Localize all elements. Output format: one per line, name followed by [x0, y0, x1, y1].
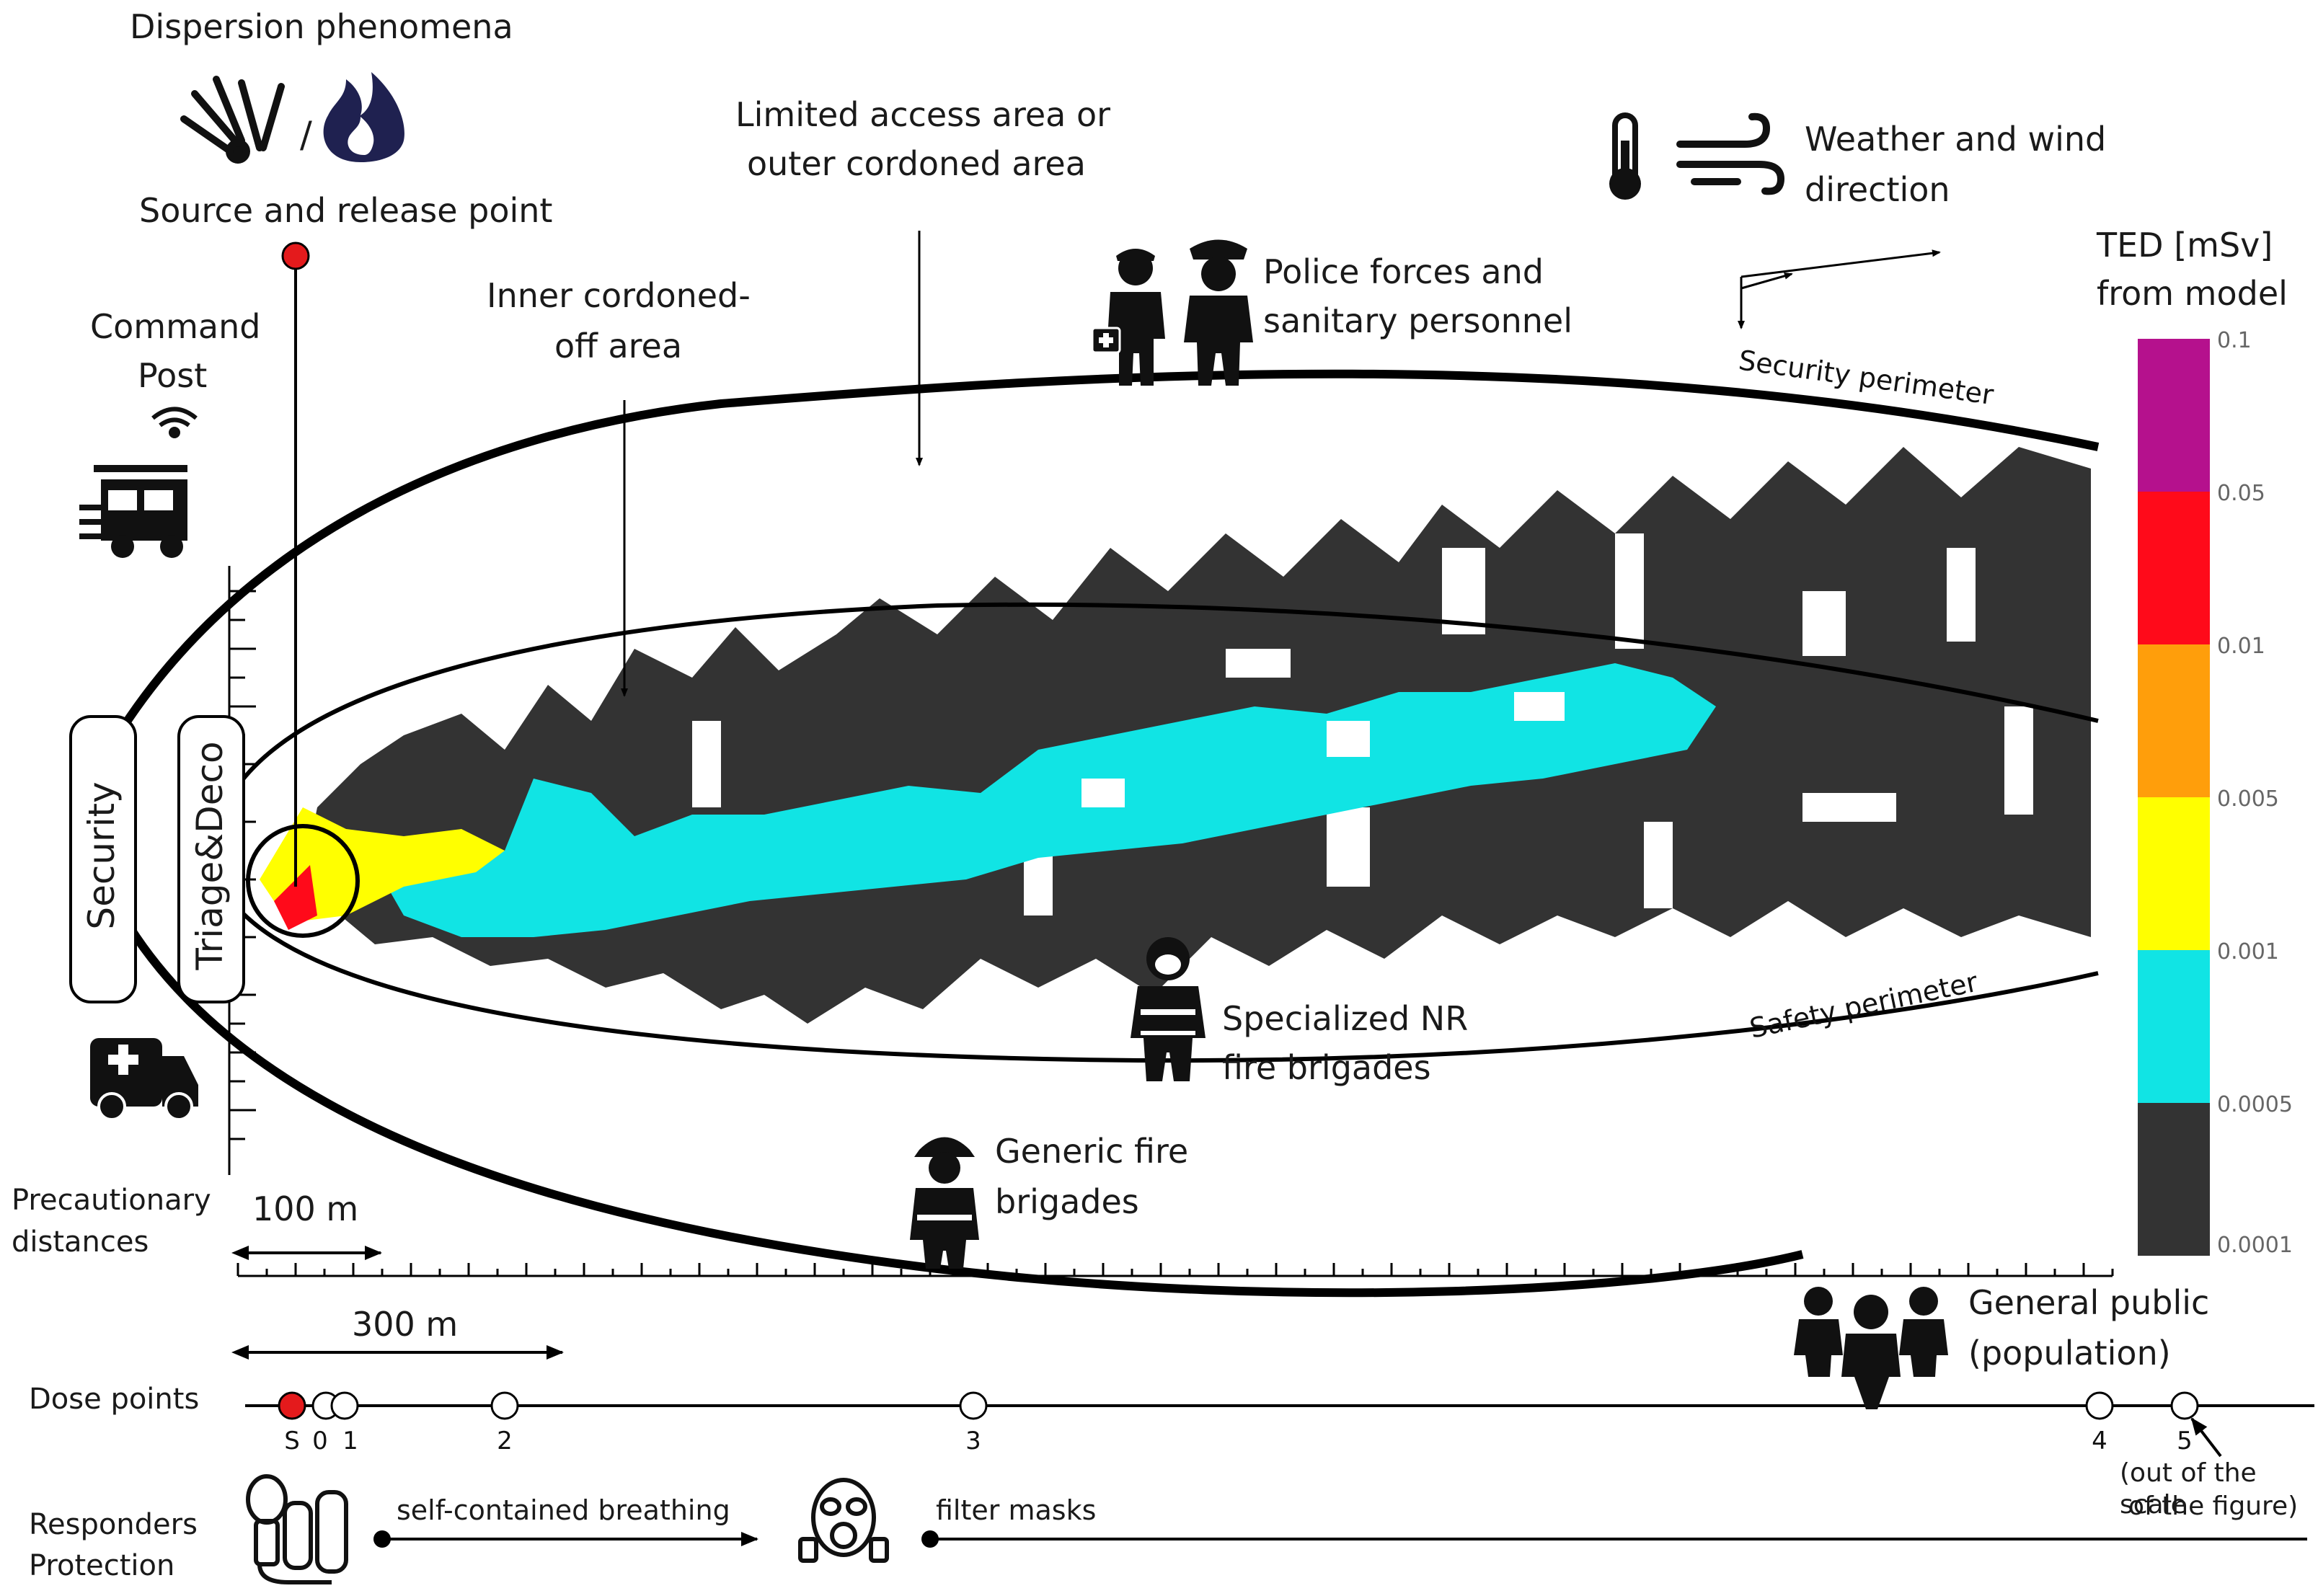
dose-point-label: 3 — [965, 1427, 981, 1455]
firefighter-icon — [910, 1137, 979, 1269]
fire-icon — [323, 72, 404, 162]
people-group-icon — [1794, 1287, 1948, 1409]
colorbar-tick-label: 0.01 — [2217, 634, 2265, 659]
dose-point-marker — [2170, 1391, 2199, 1420]
source-label: Source and release point — [139, 191, 553, 230]
triage-deco-box — [177, 715, 245, 1003]
dose-point-label: S — [284, 1427, 300, 1455]
wind-icon — [1676, 112, 1785, 195]
specialized-label-1: Specialized NR — [1222, 999, 1469, 1038]
triage-deco-label: Triage&Deco — [189, 741, 231, 970]
inner-area-label-2: off area — [554, 327, 683, 365]
colorbar-band — [2138, 492, 2210, 644]
colorbar-tick-label: 0.1 — [2217, 328, 2252, 353]
thermometer-icon — [1609, 112, 1641, 200]
wind-direction-arrows — [1738, 249, 1941, 329]
out-of-scale-label-1: (out of the scale — [2120, 1458, 2257, 1520]
dose-point-marker — [278, 1391, 306, 1420]
security-zone-label: Security — [81, 781, 123, 930]
legend-title-1: TED [mSv] — [2097, 226, 2273, 265]
colorbar-tick-label: 0.0001 — [2217, 1233, 2293, 1258]
dose-point-marker — [330, 1391, 359, 1420]
precautionary-label-1: Precautionary — [12, 1184, 211, 1217]
legend-title-2: from model — [2097, 274, 2288, 313]
gas-mask-icon — [798, 1478, 889, 1563]
general-public-label-2: (population) — [1968, 1334, 2171, 1373]
dose-point-label: 4 — [2092, 1427, 2107, 1455]
police-label-1: Police forces and — [1263, 252, 1544, 291]
ambulance-icon — [90, 1038, 198, 1121]
dose-point-marker — [959, 1391, 988, 1420]
responders-label-2: Protection — [29, 1549, 175, 1582]
dose-points-label: Dose points — [29, 1383, 200, 1416]
breathing-label: self-contained breathing — [397, 1494, 730, 1526]
generic-fire-label-2: brigades — [995, 1182, 1139, 1221]
command-post-label-1: Command — [90, 307, 261, 346]
inner-area-label-1: Inner cordoned- — [487, 276, 751, 315]
security-perimeter-label: Security perimeter — [1737, 344, 1996, 411]
scale-300-label: 300 m — [352, 1305, 459, 1344]
dose-point-marker — [490, 1391, 519, 1420]
colorbar-band — [2138, 1103, 2210, 1256]
source-zone-circle — [246, 824, 360, 938]
scale-100-label: 100 m — [252, 1189, 359, 1228]
wifi-icon — [151, 407, 198, 438]
general-public-label-1: General public — [1968, 1283, 2210, 1322]
breathing-apparatus-icon — [246, 1474, 348, 1584]
weather-label-1: Weather and wind — [1805, 120, 2107, 159]
source-point-marker — [281, 241, 310, 270]
specialized-label-2: fire brigades — [1222, 1048, 1431, 1087]
dose-point-label: 2 — [497, 1427, 513, 1455]
command-truck-icon — [79, 465, 187, 558]
nr-firefighter-icon — [1131, 937, 1206, 1081]
paramedic-icon — [1091, 249, 1165, 386]
generic-fire-label-1: Generic fire — [995, 1132, 1189, 1171]
police-label-2: sanitary personnel — [1263, 301, 1572, 340]
colorbar-tick-label: 0.05 — [2217, 481, 2265, 506]
police-officer-icon — [1184, 239, 1253, 386]
colorbar-tick-label: 0.0005 — [2217, 1092, 2293, 1117]
dose-plume — [260, 447, 2091, 1024]
dose-point-label: 5 — [2177, 1427, 2193, 1455]
colorbar-band — [2138, 797, 2210, 950]
weather-label-2: direction — [1805, 170, 1950, 209]
slash-label: / — [300, 114, 312, 156]
colorbar-band — [2138, 339, 2210, 492]
out-of-scale-label-2: of the figure) — [2128, 1491, 2299, 1521]
colorbar-band — [2138, 950, 2210, 1103]
limited-access-label-2: outer cordoned area — [747, 144, 1086, 183]
ruler-ticks — [236, 1263, 2114, 1276]
dose-point-marker — [2085, 1391, 2114, 1420]
ted-colorbar: 0.1 0.05 0.01 0.005 0.001 0.0005 0.0001 — [2138, 328, 2293, 1258]
colorbar-tick-label: 0.005 — [2217, 786, 2279, 812]
explosion-icon — [180, 76, 285, 164]
out-of-scale-arrow — [2190, 1417, 2222, 1458]
dose-point-label: 1 — [342, 1427, 358, 1455]
safety-perimeter-label: Safety perimeter — [1747, 966, 1981, 1045]
filter-masks-label: filter masks — [936, 1494, 1097, 1526]
dispersion-label: Dispersion phenomena — [130, 7, 513, 46]
limited-access-label-1: Limited access area or — [735, 95, 1111, 134]
security-zone-box — [69, 715, 137, 1003]
responders-label-1: Responders — [29, 1508, 198, 1541]
colorbar-band — [2138, 644, 2210, 797]
colorbar-tick-label: 0.001 — [2217, 939, 2279, 965]
dose-point-label: 0 — [312, 1427, 328, 1455]
precautionary-label-2: distances — [12, 1225, 149, 1259]
command-post-label-2: Post — [138, 356, 208, 395]
